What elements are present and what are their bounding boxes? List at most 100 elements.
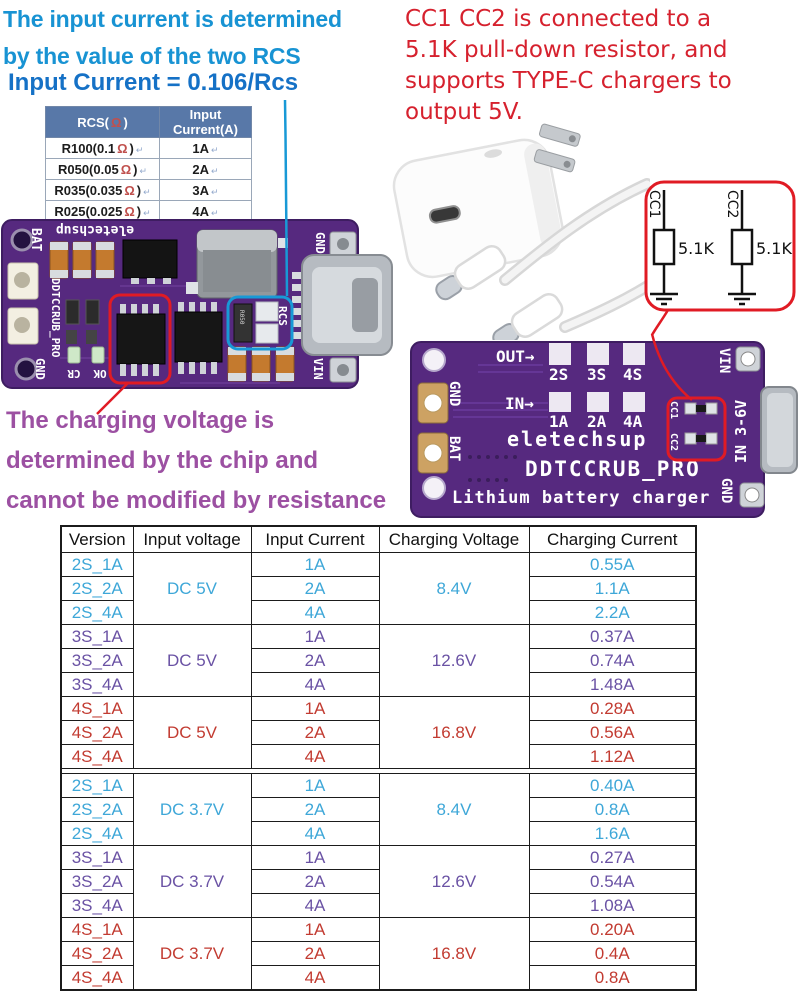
gnd-label: GND: [718, 478, 734, 503]
spec-row: 4S_1A DC 3.7V 1A 16.8V 0.20A: [60, 917, 697, 991]
cell-option-2s: 2S: [549, 365, 568, 384]
in-label: IN→: [505, 394, 534, 413]
brand-silkscreen: eletechsup: [56, 222, 134, 237]
current-select-pads: [549, 392, 645, 412]
input-current-cell: 1A: [250, 773, 380, 798]
col-header-input-current: Input Current: [250, 525, 380, 553]
charging-voltage-cell: 16.8V: [378, 917, 530, 991]
col-header-charging-voltage: Charging Voltage: [378, 525, 530, 553]
model-silkscreen: DDTCCRUB_PRO: [49, 278, 62, 358]
cell-select-pads: [549, 343, 645, 365]
version-cell: 3S_1A: [60, 845, 134, 870]
input-current-cell: 4A: [250, 744, 380, 769]
rcs-header-row: RCS(Ω) Input Current(A): [45, 106, 252, 138]
version-cell: 3S_4A: [60, 672, 134, 697]
gnd-label: GND: [33, 358, 47, 380]
spec-header-row: Version Input voltage Input Current Char…: [60, 525, 697, 553]
red-callout-bubble: [644, 180, 796, 312]
model-silkscreen: DDTCCRUB_PRO: [525, 457, 701, 481]
status-led: [67, 346, 81, 364]
version-cell: 2S_2A: [60, 576, 134, 601]
input-current-cell: 4A: [250, 821, 380, 846]
input-current-cell: 2A: [250, 576, 380, 601]
note-line: cannot be modified by resistance: [6, 487, 387, 514]
input-current-cell: 1A: [250, 696, 380, 721]
small-components: [65, 299, 105, 364]
current-option-4a: 4A: [623, 412, 643, 431]
note-line: determined by the chip and: [6, 447, 319, 474]
bat-label: BAT: [28, 228, 43, 252]
usb-c-connector: [435, 244, 507, 301]
out-label: OUT→: [496, 347, 535, 366]
power-mosfet: [122, 239, 178, 284]
rcs-highlight-box: [226, 295, 294, 351]
r1-value-label: 5.1K: [678, 239, 714, 258]
battery-solder-pads: [417, 382, 449, 474]
charging-current-cell: 1.48A: [528, 672, 697, 697]
charger-logo-mark: [484, 149, 503, 158]
charger-chip-2: [174, 302, 223, 374]
charger-chip-1: [116, 304, 166, 376]
spec-row: 2S_2A 2A 0.8A: [60, 797, 697, 822]
charging-current-cell: 1.1A: [528, 576, 697, 601]
input-voltage-cell: DC 3.7V: [132, 845, 252, 918]
spec-row: 2S_1A DC 5V 1A 8.4V 0.55A: [60, 552, 697, 625]
vin-label: VIN: [311, 358, 325, 380]
input-current-cell: 1A: [250, 917, 380, 942]
product-name-silkscreen: Lithium battery charger: [452, 488, 710, 508]
charging-current-cell: 0.27A: [528, 845, 697, 870]
battery-solder-pads: [7, 262, 39, 345]
rcs-current-cell: 2A↵: [159, 158, 252, 180]
rcs-current-cell: 3A↵: [159, 179, 252, 201]
version-cell: 4S_1A: [60, 696, 134, 721]
rcs-col-header-current: Input Current(A): [159, 106, 252, 138]
resistor-symbol-cc1: [650, 190, 678, 306]
note-charging-voltage: The charging voltage is determined by th…: [6, 401, 386, 521]
charging-current-cell: 0.28A: [528, 696, 697, 721]
input-current-cell: 4A: [250, 600, 380, 625]
cell-option-4s: 4S: [623, 365, 642, 384]
spec-group-4s-dc3v7: 4S_1A DC 3.7V 1A 16.8V 0.20A 4S_2A 2A 0.…: [60, 917, 697, 991]
cc-highlight-box: [666, 396, 727, 462]
r2-value-label: 5.1K: [756, 239, 792, 258]
charging-voltage-cell: 8.4V: [378, 552, 530, 625]
inductor: [186, 229, 288, 299]
col-header-version: Version: [60, 525, 134, 553]
version-cell: 4S_1A: [60, 917, 134, 942]
rcs-current-cell: 1A↵: [159, 137, 252, 159]
status-led: [91, 346, 105, 364]
via-dots: [468, 455, 517, 482]
spec-row: 4S_2A 2A 0.4A: [60, 941, 697, 966]
gnd-label: GND: [313, 232, 327, 254]
cc1-silkscreen: CC1: [668, 401, 679, 419]
usb-c-connector: [492, 292, 564, 340]
usb-c-receptacle: [292, 254, 393, 356]
cc-pulldown-resistors: [684, 402, 718, 445]
chip-highlight-box: [108, 293, 172, 385]
version-cell: 4S_2A: [60, 720, 134, 745]
input-current-cell: 2A: [250, 797, 380, 822]
plug-prongs: [533, 123, 581, 173]
bat-label: BAT: [446, 436, 462, 461]
screw-pads-right: [735, 346, 765, 508]
cc-pulldown-circuit: CC1 5.1K CC2 5.1K: [644, 180, 796, 336]
cc2-silkscreen: CC2: [668, 433, 679, 451]
charging-voltage-cell: 8.4V: [378, 773, 530, 846]
version-cell: 2S_1A: [60, 552, 134, 577]
spec-row: 3S_1A DC 3.7V 1A 12.6V 0.27A: [60, 845, 697, 918]
input-current-cell: 2A: [250, 941, 380, 966]
ok-label: OK: [93, 367, 107, 380]
current-option-2a: 2A: [587, 412, 607, 431]
version-cell: 3S_2A: [60, 869, 134, 894]
note-line: output 5V.: [405, 99, 523, 125]
charging-current-cell: 0.74A: [528, 648, 697, 673]
charging-current-cell: 0.56A: [528, 720, 697, 745]
rcs-current-cell: 4A↵: [159, 200, 252, 222]
gnd-label: GND: [446, 381, 462, 406]
charging-voltage-cell: 12.6V: [378, 845, 530, 918]
